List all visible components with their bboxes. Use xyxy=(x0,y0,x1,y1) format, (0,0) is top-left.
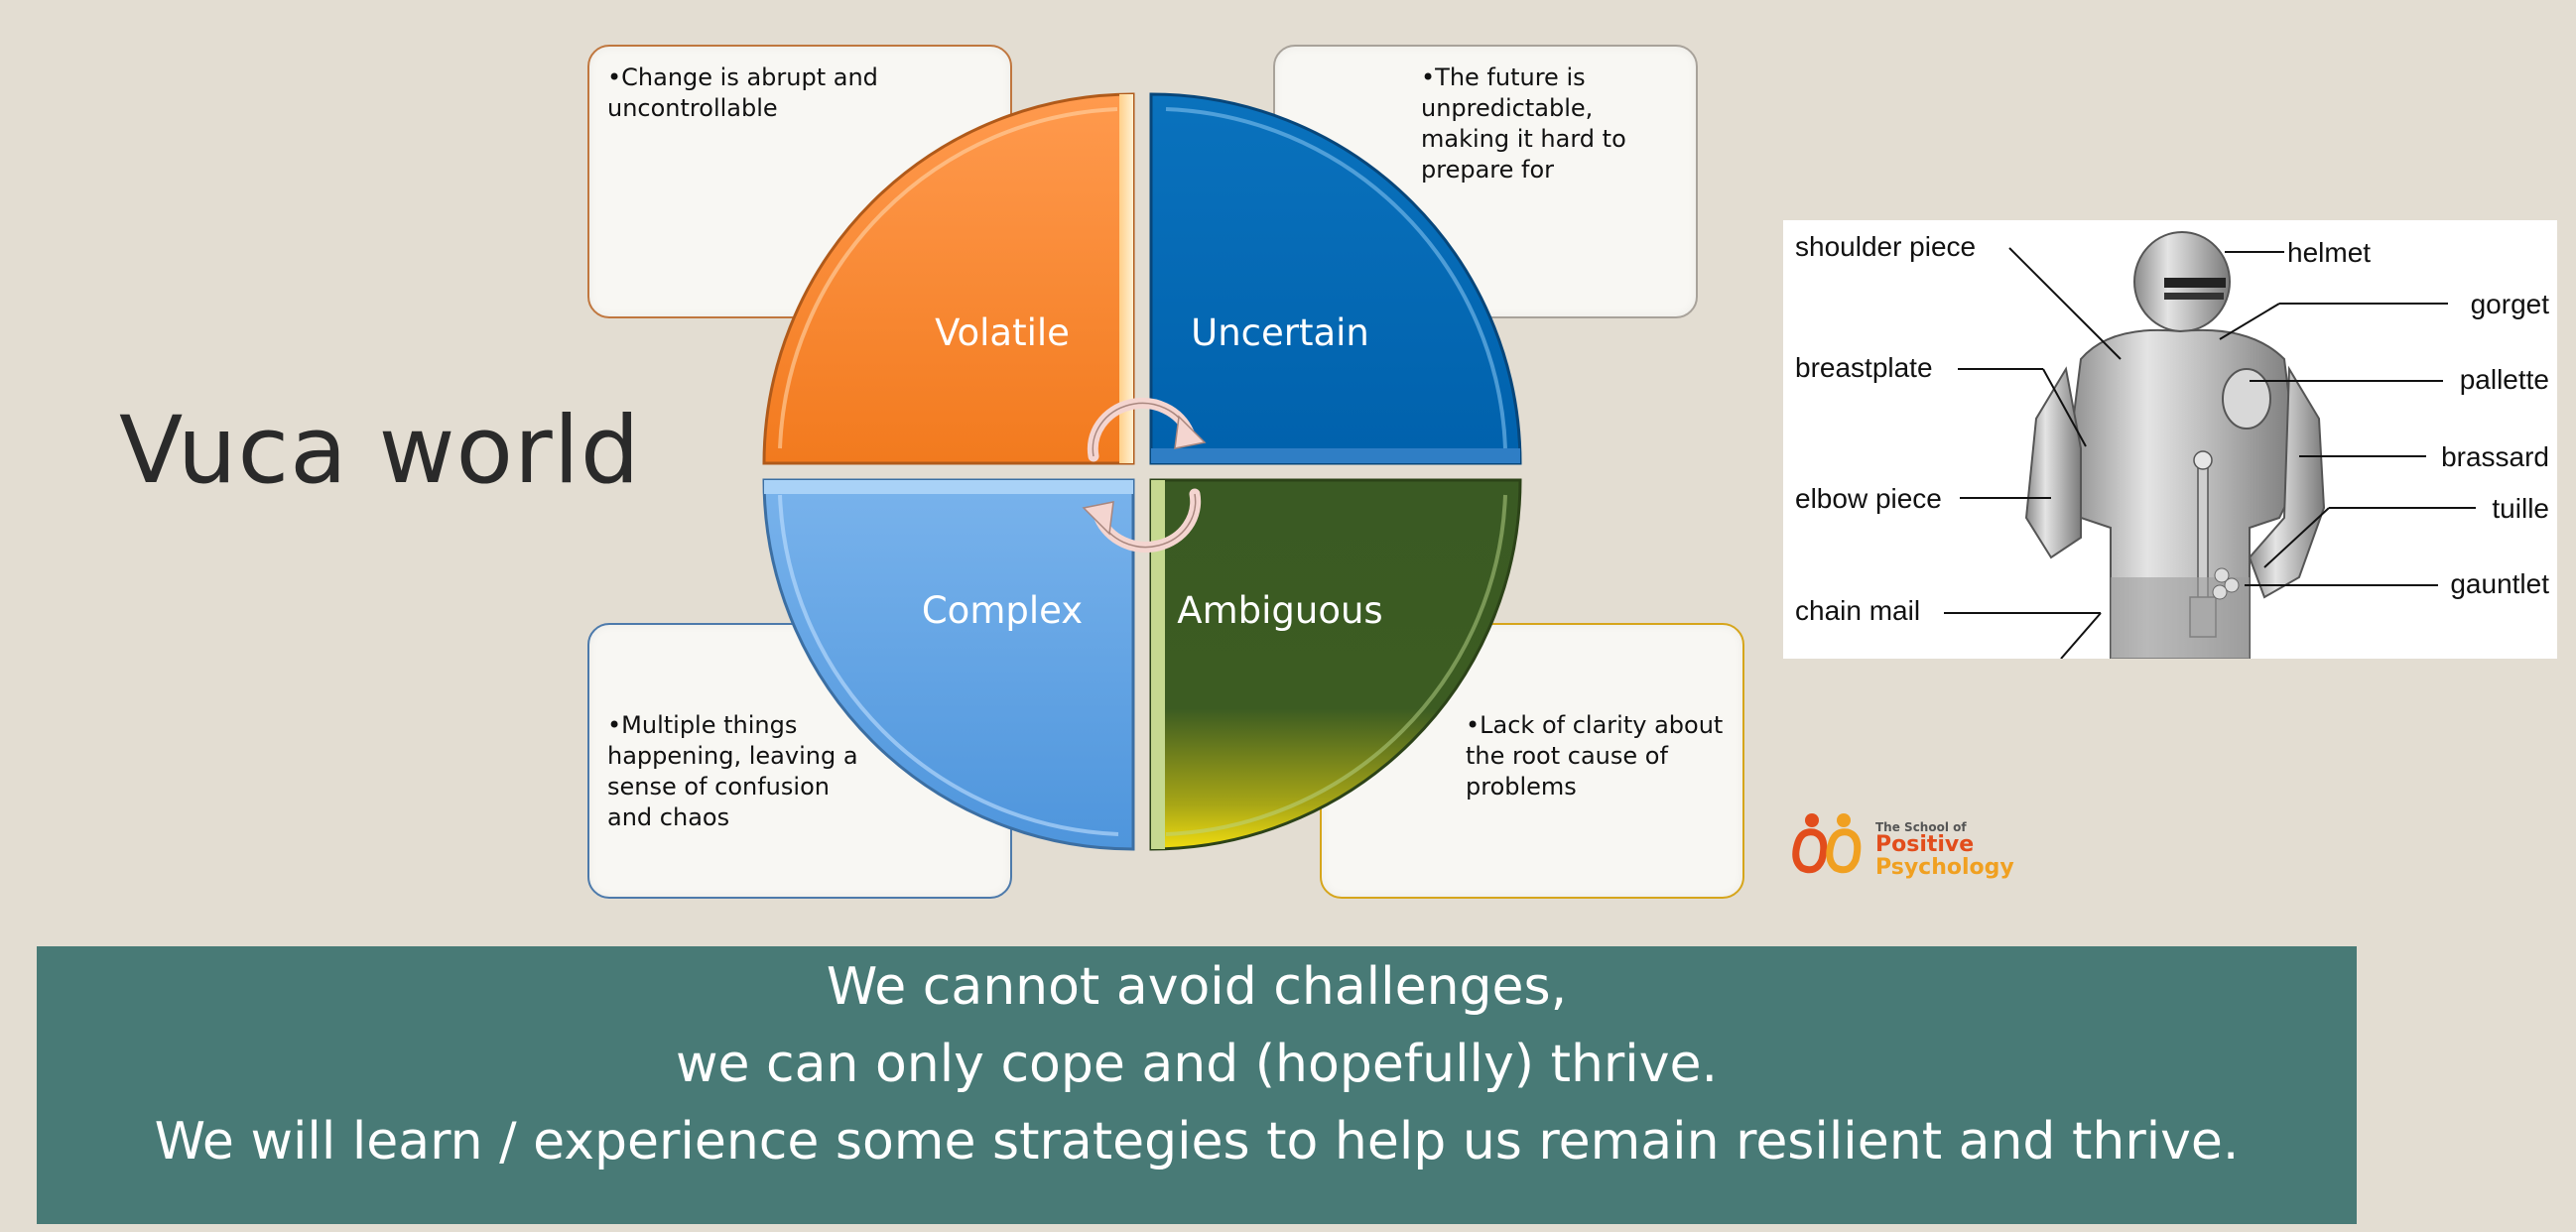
banner-line-2: we can only cope and (hopefully) thrive. xyxy=(675,1035,1719,1094)
logo-figures-icon xyxy=(1792,813,1862,874)
logo-line1: The School of xyxy=(1875,820,1967,834)
complex-note-text: •Multiple things happening, leaving a se… xyxy=(607,711,858,831)
armor-label-chain-mail: chain mail xyxy=(1795,595,1920,626)
slide-title: Vuca world xyxy=(119,397,641,505)
quadrant-volatile: Volatile xyxy=(762,92,1135,465)
armor-leader-lines xyxy=(1944,247,2476,659)
complex-label: Complex xyxy=(922,589,1083,632)
quadrant-complex: Complex xyxy=(762,478,1135,851)
armor-label-shoulder-piece: shoulder piece xyxy=(1795,231,1976,262)
volatile-label: Volatile xyxy=(935,311,1070,354)
knight-armor-illustration: shoulder piece breastplate elbow piece c… xyxy=(1795,231,2550,659)
volatile-note-text: •Change is abrupt and uncontrollable xyxy=(607,63,878,122)
armor-label-gorget: gorget xyxy=(2471,289,2550,319)
armor-label-elbow-piece: elbow piece xyxy=(1795,483,1942,514)
message-banner: We cannot avoid challenges, we can only … xyxy=(37,946,2357,1224)
logo-line2: Positive xyxy=(1875,832,1975,857)
banner-line-3: We will learn / experience some strategi… xyxy=(154,1112,2240,1171)
uncertain-label: Uncertain xyxy=(1191,311,1369,354)
quadrant-ambiguous: Ambiguous xyxy=(1149,478,1522,851)
armor-label-breastplate: breastplate xyxy=(1795,352,1933,383)
uncertain-note-text: •The future is unpredictable, making it … xyxy=(1421,63,1626,184)
logo-line3: Psychology xyxy=(1875,855,2014,880)
armor-label-tuille: tuille xyxy=(2492,493,2549,524)
banner-line-1: We cannot avoid challenges, xyxy=(826,957,1568,1017)
armor-label-brassard: brassard xyxy=(2441,441,2549,472)
quadrant-uncertain: Uncertain xyxy=(1149,92,1522,465)
knight-icon xyxy=(2024,231,2326,659)
ambiguous-note-text: •Lack of clarity about the root cause of… xyxy=(1466,711,1724,801)
armor-label-pallette: pallette xyxy=(2460,364,2549,395)
ambiguous-label: Ambiguous xyxy=(1177,589,1382,632)
armor-diagram: shoulder piece breastplate elbow piece c… xyxy=(1783,220,2557,659)
armor-label-gauntlet: gauntlet xyxy=(2450,568,2549,599)
armor-label-helmet: helmet xyxy=(2287,237,2371,268)
school-of-positive-psychology-logo: The School of Positive Psychology xyxy=(1792,808,2014,888)
cycle-arrows-icon xyxy=(1082,398,1207,553)
